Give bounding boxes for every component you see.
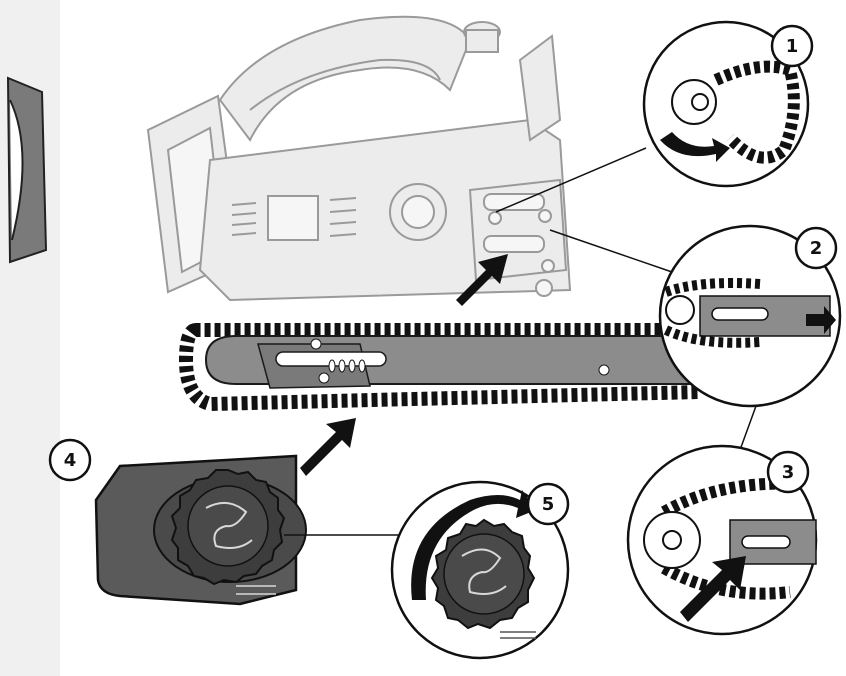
chainsaw-body [146, 15, 572, 302]
rotate-arrow-1 [660, 132, 730, 162]
svg-text:3: 3 [782, 462, 795, 483]
left-edge-fragment [0, 0, 60, 676]
callout-3: 3 [626, 444, 818, 636]
guide-bar [178, 323, 707, 412]
pull-arrow-2 [806, 306, 836, 334]
tension-knob [170, 469, 286, 586]
step-4-badge: 4 [48, 438, 92, 482]
callout-1: 1 [495, 20, 814, 213]
svg-text:2: 2 [810, 238, 823, 259]
svg-text:1: 1 [786, 36, 799, 57]
vent-slots [231, 197, 357, 237]
svg-text:5: 5 [542, 494, 555, 515]
push-arrow-body [456, 254, 508, 306]
push-arrow-3 [680, 556, 746, 622]
rotate-arrow-5 [411, 490, 536, 600]
svg-text:4: 4 [64, 450, 77, 471]
push-arrow-bar [300, 418, 356, 476]
tension-knob-zoom [430, 518, 536, 630]
side-cover [94, 454, 420, 606]
callout-5: 5 [390, 480, 570, 660]
callout-2: 2 [549, 224, 842, 408]
